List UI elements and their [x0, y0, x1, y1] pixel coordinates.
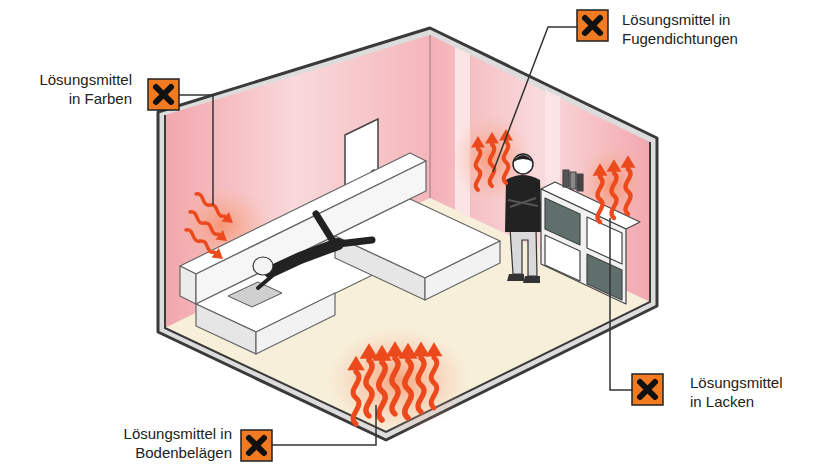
hazard-symbol — [148, 79, 179, 110]
wave-arrow — [621, 155, 636, 214]
wave-arrow — [186, 207, 230, 245]
shelf-compartment — [587, 254, 622, 300]
room-rim — [158, 28, 657, 440]
wave-arrow — [426, 342, 443, 408]
shelf-compartment — [545, 235, 580, 281]
person-hair — [513, 155, 533, 162]
book — [570, 172, 576, 189]
person-legs — [316, 214, 372, 246]
emission-waves — [182, 129, 635, 424]
standing-person — [505, 154, 542, 283]
person-body — [270, 244, 338, 272]
lying-person — [228, 214, 372, 307]
hazard-symbol — [577, 10, 608, 41]
callout-label: Lösungsmittel in Fugendichtungen — [622, 10, 757, 48]
callout-label: Lösungsmittel in Bodenbelägen — [102, 424, 232, 462]
person-arms — [508, 198, 538, 207]
person-shoes — [507, 274, 540, 283]
hazard-symbol — [241, 430, 272, 461]
sofa-seat-front — [256, 293, 335, 354]
newspaper — [228, 282, 282, 307]
callout-label: Lösungsmittel in Farben — [32, 70, 132, 108]
leader-line — [493, 27, 577, 172]
room-edge — [165, 115, 650, 432]
wave-arrow — [412, 342, 430, 413]
wave-arrow — [386, 341, 405, 414]
callout-label: Lösungsmittel in Lacken — [690, 373, 790, 411]
book — [577, 174, 583, 191]
wave-arrow — [182, 225, 226, 263]
person-legs — [510, 228, 537, 276]
wave-arrow — [593, 163, 608, 222]
person-head — [513, 154, 533, 174]
hazard-symbol — [632, 374, 663, 405]
leader-lines — [179, 27, 632, 445]
emission-glow — [328, 328, 468, 432]
wave-arrow — [607, 159, 622, 218]
person-head — [253, 257, 273, 275]
sofa-chaise-front — [425, 241, 500, 300]
wave-arrow — [471, 136, 485, 190]
wave-arrow — [485, 132, 499, 186]
room-edge — [430, 35, 431, 198]
leader-line — [610, 218, 632, 390]
leader-line — [179, 95, 213, 205]
sofa-seat-side — [196, 304, 256, 354]
sofa — [180, 153, 500, 354]
leader-line — [272, 405, 376, 445]
person-arm — [258, 276, 272, 288]
sofa-back-side — [180, 266, 196, 304]
person-hoodie — [505, 175, 542, 232]
book — [563, 170, 569, 187]
wave-arrow — [347, 356, 364, 424]
